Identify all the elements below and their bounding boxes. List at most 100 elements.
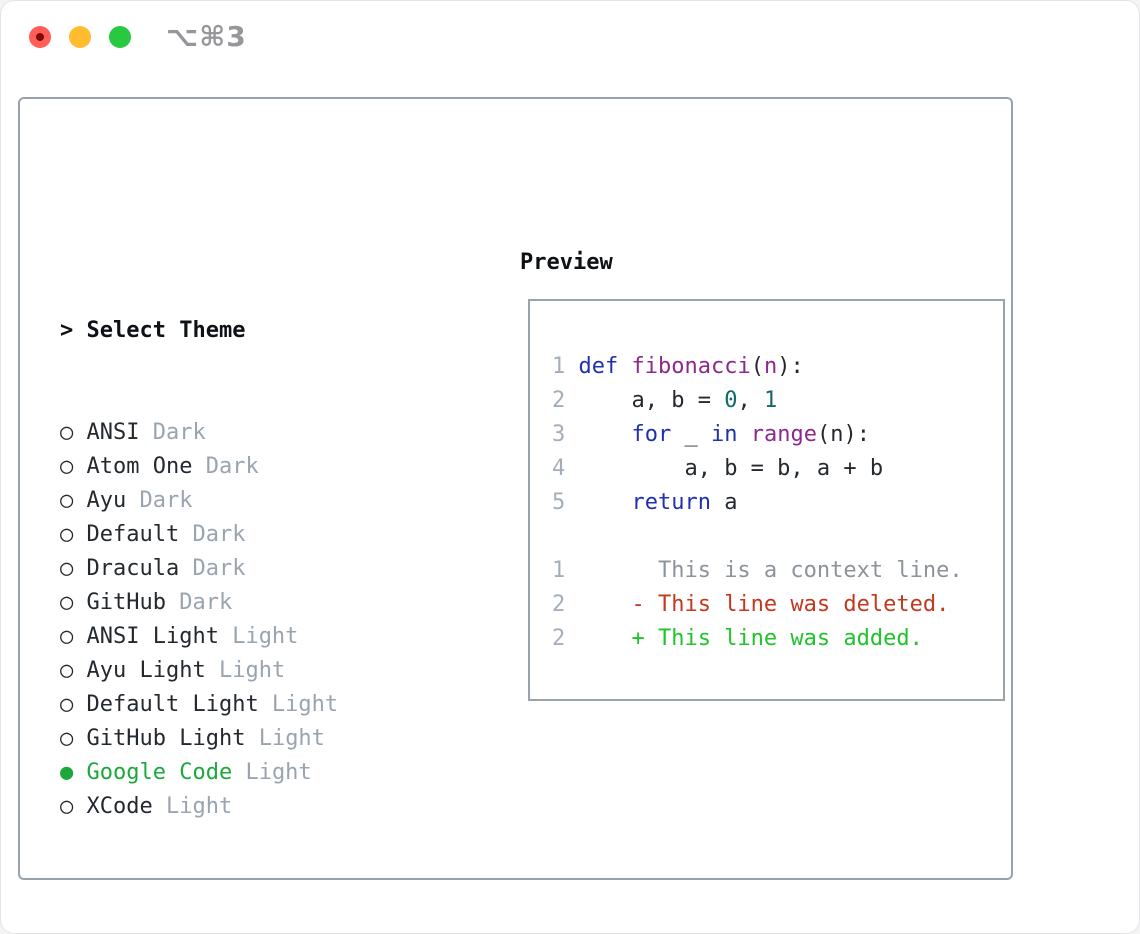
diff-line: 1 This is a context line. — [552, 554, 963, 588]
code-token: (n): — [816, 422, 870, 447]
theme-option[interactable]: ○ GitHub Light Light — [60, 722, 431, 756]
line-number: 5 — [552, 490, 566, 515]
theme-name: Dracula — [86, 556, 180, 581]
theme-column: > Select Theme ○ ANSI Dark○ Atom One Dar… — [60, 246, 431, 934]
line-number: 1 — [552, 558, 566, 583]
theme-option[interactable]: ● Google Code Light — [60, 756, 431, 790]
radio-icon: ○ — [60, 658, 74, 683]
code-token — [565, 354, 578, 379]
close-button[interactable] — [29, 26, 51, 48]
theme-variant: Dark — [139, 420, 206, 445]
zoom-button[interactable] — [109, 26, 131, 48]
line-number: 3 — [552, 422, 566, 447]
theme-option[interactable]: ○ Ayu Dark — [60, 484, 431, 518]
theme-variant: Light — [232, 760, 312, 785]
diff-line: 2 + This line was added. — [552, 622, 963, 656]
theme-name: GitHub — [86, 590, 166, 615]
theme-option[interactable]: ○ Atom One Dark — [60, 450, 431, 484]
theme-list: ○ ANSI Dark○ Atom One Dark○ Ayu Dark○ De… — [60, 416, 431, 824]
theme-variant: Light — [152, 794, 233, 819]
code-token: in — [710, 422, 738, 447]
code-token: ): — [777, 354, 804, 379]
radio-icon: ○ — [60, 590, 74, 615]
line-number: 2 — [552, 626, 566, 651]
radio-icon: ○ — [60, 692, 74, 717]
theme-name: XCode — [86, 794, 153, 819]
theme-name: ANSI Light — [86, 624, 219, 649]
diff-text: + This line was added. — [565, 626, 923, 651]
theme-name: Atom One — [86, 454, 193, 479]
theme-variant: Dark — [179, 522, 246, 547]
spacer — [60, 892, 431, 926]
code-token: def — [578, 354, 619, 379]
theme-variant: Light — [258, 692, 339, 717]
theme-name: Ayu — [86, 488, 127, 513]
line-number: 2 — [552, 388, 566, 413]
radio-icon: ○ — [60, 420, 74, 445]
theme-option[interactable]: ○ ANSI Light Light — [60, 620, 431, 654]
code-token: _ — [671, 422, 711, 447]
radio-icon: ○ — [60, 794, 74, 819]
code-line: 3 for _ in range(n): — [552, 418, 963, 452]
code-token: a — [710, 490, 738, 515]
radio-selected-icon: ● — [60, 760, 74, 785]
spacer — [552, 520, 963, 554]
theme-name: Default — [86, 522, 180, 547]
theme-variant: Dark — [192, 454, 259, 479]
code-token: range — [750, 422, 817, 447]
theme-variant: Light — [218, 624, 299, 649]
diff-text: - This line was deleted. — [565, 592, 950, 617]
theme-option[interactable]: ○ Ayu Light Light — [60, 654, 431, 688]
window-title: ⌥⌘3 — [166, 20, 247, 53]
code-token: a, b = — [565, 388, 725, 413]
theme-name: Google Code — [86, 760, 233, 785]
code-line: 5 return a — [552, 486, 963, 520]
code-token: for — [631, 422, 672, 447]
code-token: return — [631, 490, 711, 515]
code-token — [565, 490, 631, 515]
theme-variant: Dark — [165, 590, 233, 615]
theme-option[interactable]: ○ Dracula Dark — [60, 552, 431, 586]
radio-icon: ○ — [60, 726, 74, 751]
theme-variant: Light — [205, 658, 286, 683]
code-token: a, b = b, a + b — [565, 456, 884, 481]
theme-name: ANSI — [86, 420, 140, 445]
select-theme-header: > Select Theme — [60, 314, 431, 348]
code-line: 2 a, b = 0, 1 — [552, 384, 963, 418]
radio-icon: ○ — [60, 556, 74, 581]
preview-title: Preview — [520, 250, 613, 275]
code-token: n — [763, 354, 778, 379]
focus-marker-icon: > — [60, 318, 74, 343]
code-token: 0 — [724, 388, 738, 413]
theme-option[interactable]: ○ ANSI Dark — [60, 416, 431, 450]
code-token — [565, 422, 631, 447]
radio-icon: ○ — [60, 624, 74, 649]
diff-line: 2 - This line was deleted. — [552, 588, 963, 622]
theme-name: Ayu Light — [86, 658, 206, 683]
theme-variant: Light — [245, 726, 325, 751]
select-theme-title: Select Theme — [86, 318, 246, 343]
diff-text: This is a context line. — [565, 558, 963, 583]
theme-option[interactable]: ○ Default Light Light — [60, 688, 431, 722]
code-line: 4 a, b = b, a + b — [552, 452, 963, 486]
code-token: , — [737, 388, 764, 413]
minimize-button[interactable] — [69, 26, 91, 48]
radio-icon: ○ — [60, 454, 74, 479]
code-line: 1 def fibonacci(n): — [552, 350, 963, 384]
theme-name: GitHub Light — [86, 726, 246, 751]
line-number: 2 — [552, 592, 566, 617]
theme-option[interactable]: ○ Default Dark — [60, 518, 431, 552]
line-number: 1 — [552, 354, 566, 379]
code-token: ( — [750, 354, 764, 379]
theme-option[interactable]: ○ XCode Light — [60, 790, 431, 824]
theme-option[interactable]: ○ GitHub Dark — [60, 586, 431, 620]
theme-variant: Dark — [126, 488, 193, 513]
theme-name: Default Light — [86, 692, 259, 717]
radio-icon: ○ — [60, 488, 74, 513]
code-token: 1 — [763, 388, 778, 413]
code-token — [737, 422, 750, 447]
radio-icon: ○ — [60, 522, 74, 547]
